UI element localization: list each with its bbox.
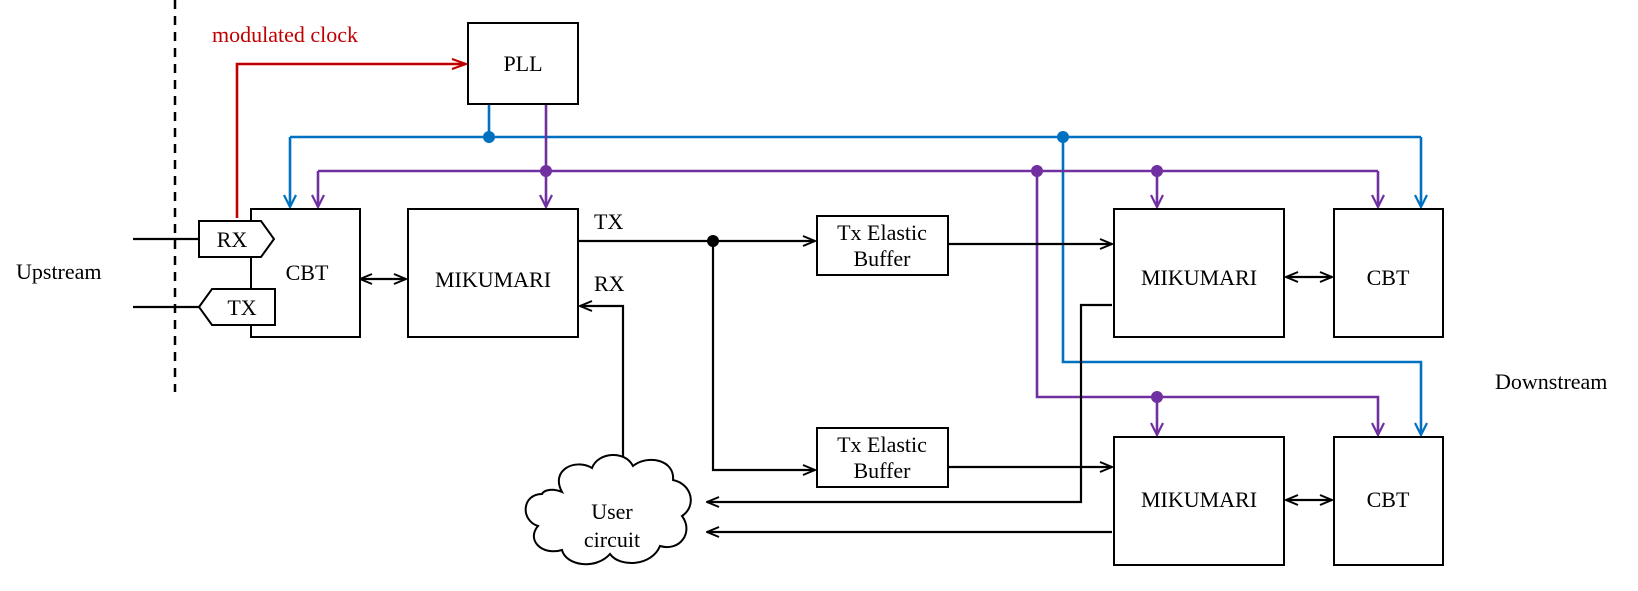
tx-port-label: TX xyxy=(227,295,256,320)
mikumari-main-block: MIKUMARI xyxy=(407,208,579,338)
mikumari-down-1-label: MIKUMARI xyxy=(1141,265,1257,290)
user-circuit-line2: circuit xyxy=(584,527,640,552)
purple-junction-dot xyxy=(1031,165,1043,177)
data-wires xyxy=(133,235,1332,532)
tx-elastic-buffer-2: Tx Elastic Buffer xyxy=(816,427,949,488)
purple-junction-dot xyxy=(1151,391,1163,403)
pll-block: PLL xyxy=(467,22,579,105)
cbt-down-1-label: CBT xyxy=(1367,265,1410,290)
purple-junction-dot xyxy=(1151,165,1163,177)
mikumari-down-1-block: MIKUMARI xyxy=(1113,208,1285,338)
tx-elastic-buffer-1: Tx Elastic Buffer xyxy=(816,215,949,276)
rx-signal-label: RX xyxy=(594,271,625,296)
blue-clock-net xyxy=(290,104,1421,435)
blue-junction-dot xyxy=(483,131,495,143)
cbt-down-2-label: CBT xyxy=(1367,487,1410,512)
tx-junction-dot xyxy=(707,235,719,247)
tx-elastic-buffer-1-line2: Buffer xyxy=(853,246,911,271)
mikumari-down-2-block: MIKUMARI xyxy=(1113,436,1285,566)
user-circuit-cloud: User circuit xyxy=(524,454,692,566)
tx-elastic-buffer-2-line2: Buffer xyxy=(853,458,911,483)
upstream-label: Upstream xyxy=(16,259,102,284)
mikumari-main-label: MIKUMARI xyxy=(435,267,551,292)
mikumari-down-2-label: MIKUMARI xyxy=(1141,487,1257,512)
modulated-clock-line xyxy=(235,64,466,218)
user-circuit-line1: User xyxy=(591,499,633,524)
cbt-upstream-label: CBT xyxy=(286,260,329,285)
tx-port: TX xyxy=(197,288,276,326)
cbt-down-1-block: CBT xyxy=(1333,208,1444,338)
tx-elastic-buffer-1-line1: Tx Elastic xyxy=(837,220,927,245)
rx-port: RX xyxy=(198,220,276,258)
purple-clock-net xyxy=(318,104,1378,435)
downstream-label: Downstream xyxy=(1495,369,1607,394)
purple-junction-dot xyxy=(540,165,552,177)
pll-label: PLL xyxy=(503,51,542,76)
tx-signal-label: TX xyxy=(594,209,623,234)
modulated-clock-label: modulated clock xyxy=(212,22,358,47)
cbt-down-2-block: CBT xyxy=(1333,436,1444,566)
tx-elastic-buffer-2-line1: Tx Elastic xyxy=(837,432,927,457)
blue-junction-dot xyxy=(1057,131,1069,143)
rx-port-label: RX xyxy=(217,227,248,252)
